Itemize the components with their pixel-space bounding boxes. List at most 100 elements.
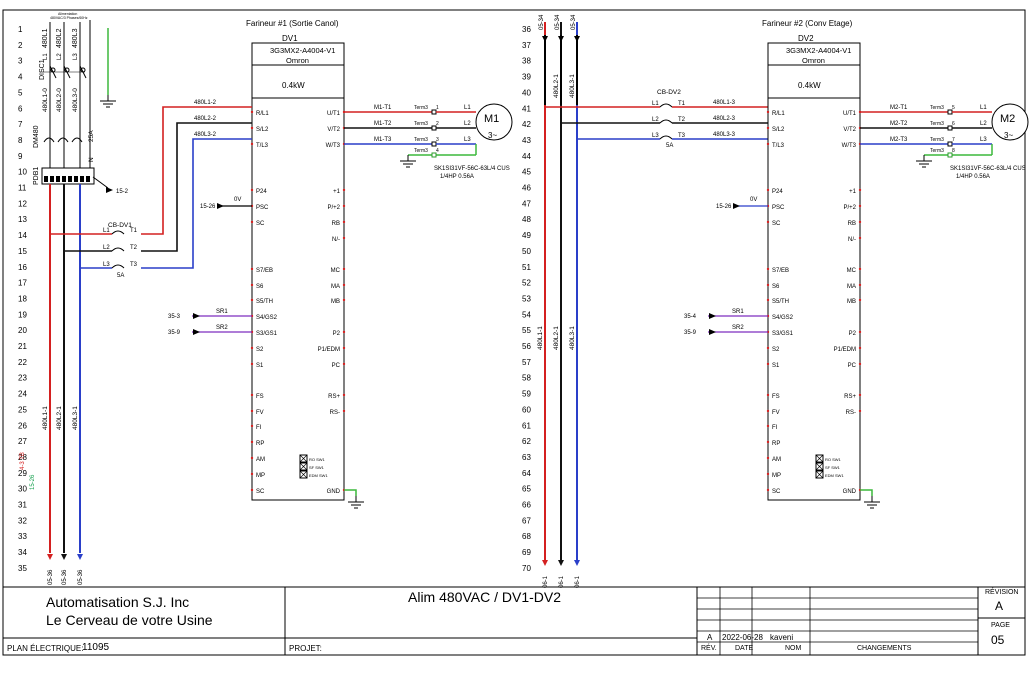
plan-number: 11095 [82, 642, 110, 653]
bus-arrow-right-top [558, 36, 564, 42]
rung-number-left: 27 [18, 437, 27, 446]
dv1-term-number: 3 [436, 137, 439, 143]
dv1-terminal-dot [250, 472, 254, 476]
dv2-terminal-dot [766, 142, 770, 146]
dv1-motor-line: L1 [464, 105, 471, 111]
mid-wire-label: 480L1-0 [42, 88, 49, 112]
dv1-sr-label: SR2 [216, 325, 228, 331]
dv2-psc-ref: 15-26 [716, 204, 732, 210]
dv2-sr-label: SR2 [732, 325, 744, 331]
rung-number-right: 63 [522, 453, 531, 462]
pdb-terminal [74, 176, 78, 182]
dv1-right-terminal: RS- [330, 410, 340, 416]
bus-arrow-right [542, 560, 548, 566]
dv1-right-terminal: RS+ [328, 394, 340, 400]
dv2-terminal-dot [766, 110, 770, 114]
breaker-out-term: T3 [130, 262, 138, 268]
supply-subtitle: 480VAC/3 Phases/60Hz [50, 16, 88, 20]
dv2-sr-ref: 35-9 [684, 330, 697, 336]
plan-label: PLAN ÉLECTRIQUE: [7, 644, 84, 653]
dv2-terminal-dot [766, 188, 770, 192]
dv1-term-number: 2 [436, 121, 439, 127]
dv2-left-terminal: T/L3 [772, 143, 785, 149]
dv2-supply-label: 480L3-3 [713, 132, 736, 138]
dv2-title: Farineur #2 (Conv Etage) [762, 19, 853, 28]
dv2-right-terminal: N/- [848, 237, 856, 243]
supply-title: Alimentation [58, 12, 77, 16]
pdb-terminal [86, 176, 90, 182]
rung-number-right: 54 [522, 310, 531, 319]
dv2-right-terminal: GND [843, 489, 857, 495]
dv1-right-terminal: W/T3 [326, 143, 341, 149]
dv1-motor-line: L2 [464, 121, 471, 127]
rung-number-left: 32 [18, 516, 27, 525]
rev-row-date: 2022-06-28 [722, 633, 763, 642]
dv1-right-terminal: V/T2 [327, 127, 340, 133]
dv1-supply-wire [141, 138, 252, 269]
dv1-term-block [431, 109, 437, 115]
dv1-name: DV1 [282, 34, 298, 43]
dv2-term-number: 5 [952, 105, 955, 111]
rung-number-right: 66 [522, 501, 531, 510]
col-changements: CHANGEMENTS [857, 645, 912, 652]
dv2-left-terminal: P24 [772, 189, 783, 195]
dv2-dip-x [815, 454, 824, 463]
dv2-motor-phase: 3~ [1004, 131, 1013, 140]
dv2-terminal-dot [766, 440, 770, 444]
rung-number-right: 39 [522, 73, 531, 82]
dv2-terminal-dot [766, 283, 770, 287]
dv2-right-terminal: MB [847, 299, 856, 305]
dv1-terminal-dot [250, 346, 254, 350]
rung-number-left: 16 [18, 263, 27, 272]
rung-number-left: 25 [18, 405, 27, 414]
rung-number-left: 10 [18, 168, 27, 177]
rung-number-left: 3 [18, 57, 23, 66]
dv2-term-block [947, 141, 953, 147]
rung-number-left: 30 [18, 485, 27, 494]
fuse-label: DM480 [33, 125, 40, 148]
bus-arrow-right-top [574, 36, 580, 42]
dv2-motor-wire-label: M2-T2 [890, 121, 908, 127]
bus-lower-wire-label: 480L3-1 [569, 326, 576, 350]
dv2-terminal-dot [858, 298, 862, 302]
dv2-terminal-dot [766, 472, 770, 476]
rung-number-right: 48 [522, 215, 531, 224]
bus-upper-wire-label: 480L2-1 [553, 74, 560, 98]
breaker2-out-term: T3 [678, 133, 686, 139]
dv1-terminal-dot [250, 488, 254, 492]
dv1-left-terminal: S4/GS2 [256, 315, 278, 321]
company-slogan: Le Cerveau de votre Usine [46, 612, 213, 628]
dv1-motor-name: M1 [484, 113, 499, 125]
rung-number-right: 46 [522, 184, 531, 193]
dv1-sr-ref: 35-9 [168, 330, 181, 336]
breaker2-contact [659, 135, 673, 140]
side-ref-green: 15-26 [30, 474, 36, 490]
dv1-right-terminal: P1/EDM [318, 347, 340, 353]
dv1-left-terminal: FV [256, 410, 264, 416]
rung-number-left: 2 [18, 41, 23, 50]
dv1-left-terminal: P24 [256, 189, 267, 195]
dv2-motor-wire-label: M2-T1 [890, 105, 908, 111]
dv1-sr-arrow [193, 329, 200, 335]
dv2-gnd-wire [860, 489, 873, 496]
dv1-right-terminal: GND [327, 489, 341, 495]
pdb-terminal [50, 176, 54, 182]
dv1-gnd-wire [344, 489, 357, 496]
dv1-terminal-dot [250, 440, 254, 444]
rung-number-right: 37 [522, 41, 531, 50]
dv1-left-terminal: FI [256, 425, 262, 431]
dv2-terminal-dot [766, 126, 770, 130]
rung-number-left: 17 [18, 279, 27, 288]
breaker-contact [111, 230, 125, 235]
breaker-label-dv1: CB-DV1 [108, 222, 132, 229]
rung-number-right: 36 [522, 25, 531, 34]
dv1-dip-label: SF SW1 [309, 465, 325, 470]
rung-number-right: 68 [522, 532, 531, 541]
dv2-left-terminal: S5/TH [772, 299, 789, 305]
col-rev: RÉV. [701, 645, 717, 652]
dv1-term-block [431, 152, 437, 158]
dv1-terminal-dot [342, 188, 346, 192]
rung-number-right: 45 [522, 168, 531, 177]
rung-number-right: 67 [522, 516, 531, 525]
dv2-right-terminal: RB [848, 221, 856, 227]
